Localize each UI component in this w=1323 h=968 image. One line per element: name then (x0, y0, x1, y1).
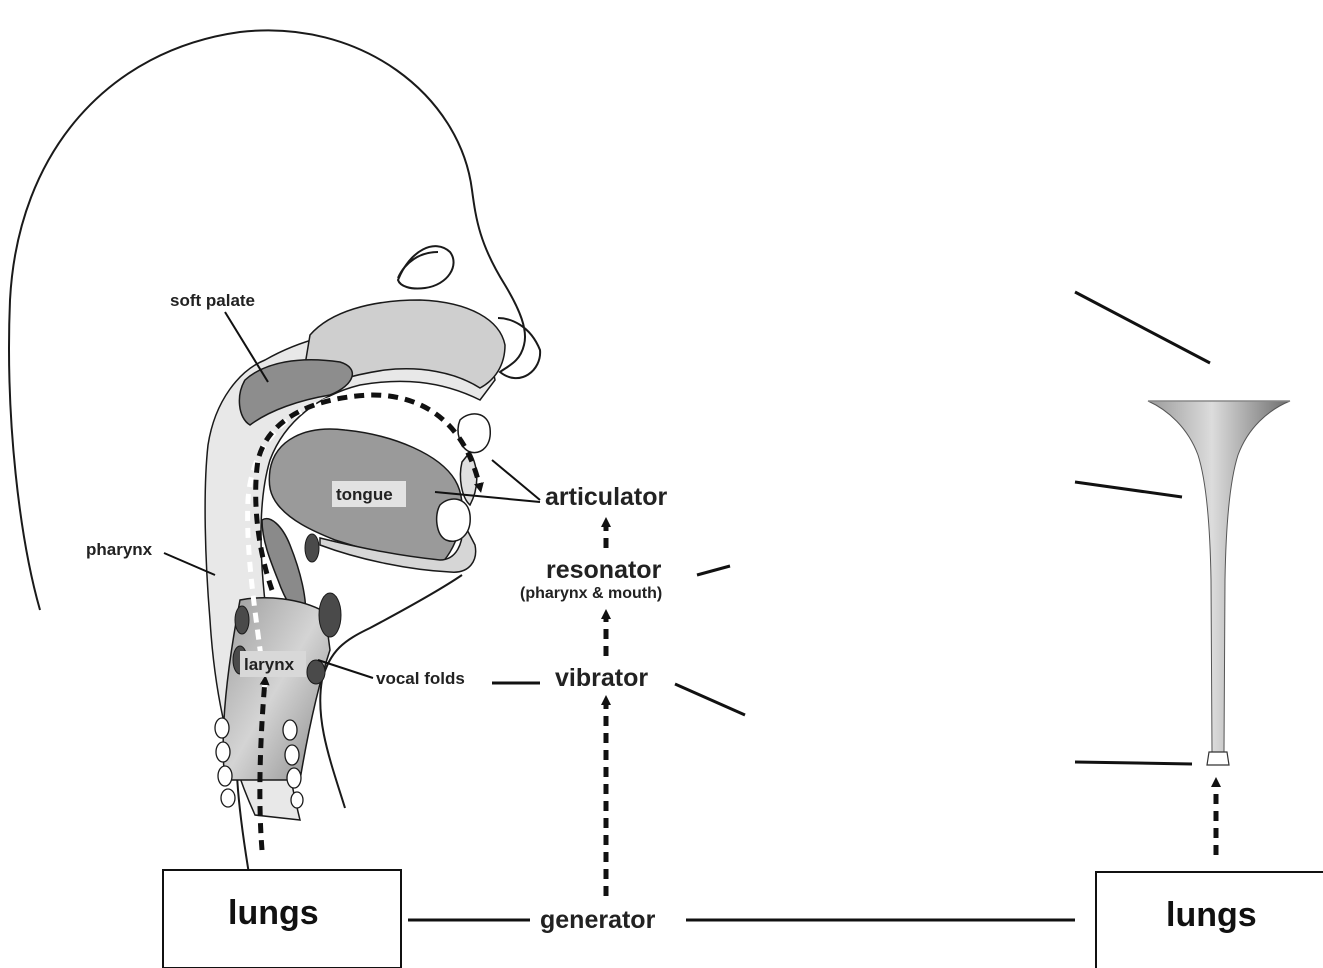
larynx-label: larynx (244, 655, 295, 674)
lower-teeth (437, 499, 471, 541)
lungs-label-right: lungs (1166, 896, 1257, 934)
pharynx-label: pharynx (86, 540, 153, 559)
lungs-box-left: lungs (163, 870, 401, 968)
generator-label: generator (540, 906, 656, 934)
vibrator-label: vibrator (555, 664, 648, 692)
articulator-label: articulator (545, 483, 668, 511)
lungs-label-left: lungs (228, 894, 319, 932)
mouthpiece-icon (1207, 752, 1229, 765)
eye-outline (398, 246, 454, 288)
vocal-folds-label: vocal folds (376, 669, 465, 688)
articulator-leader-teeth (492, 460, 540, 500)
tongue-label: tongue (336, 485, 393, 504)
lungs-box-right: lungs (1096, 872, 1323, 968)
head-illustration (9, 30, 540, 880)
articulator-connector-right (1075, 292, 1210, 363)
vibrator-connector-right (1075, 762, 1192, 764)
soft-palate-label: soft palate (170, 291, 255, 310)
vibrator-connector-left (675, 684, 745, 715)
resonator-label: resonator (546, 556, 662, 584)
resonator-sub-label: (pharynx & mouth) (520, 585, 662, 602)
eyelid-line (398, 252, 438, 278)
resonator-connector-right (1075, 482, 1182, 497)
trumpet-bell-icon (1148, 401, 1290, 765)
neck-front-outline (320, 575, 462, 808)
resonator-connector-left (697, 566, 730, 575)
